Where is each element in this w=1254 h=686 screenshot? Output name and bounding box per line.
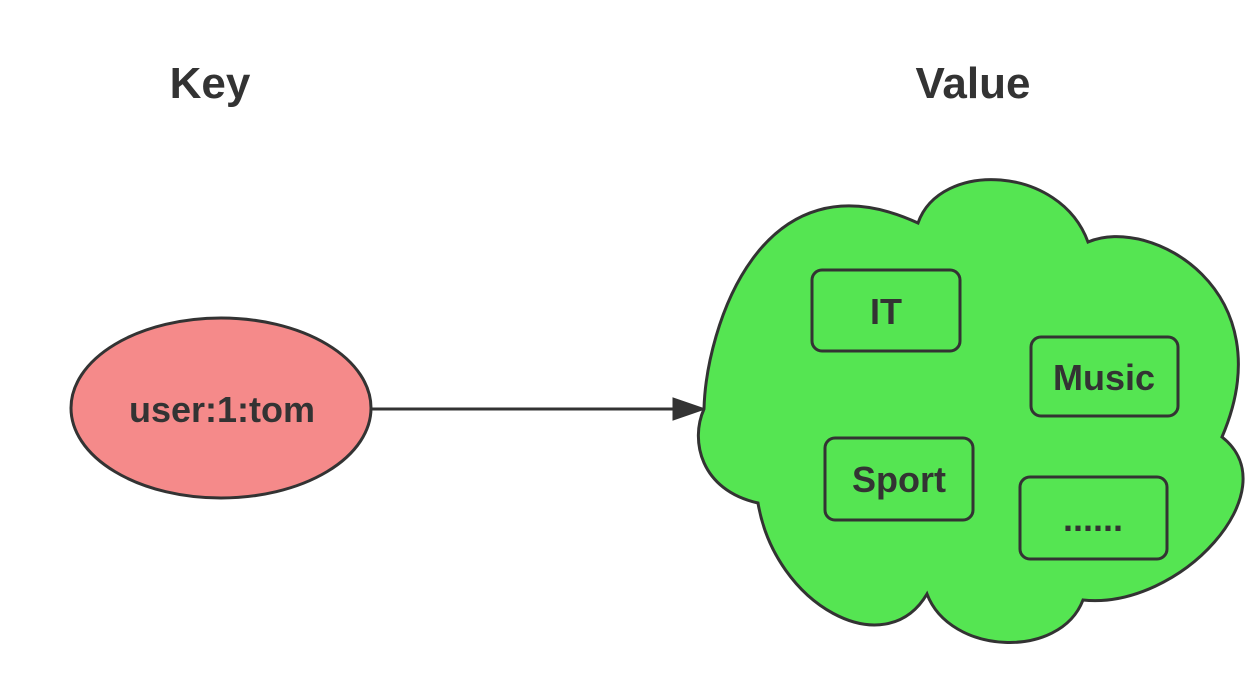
value-item-label-music: Music [1053, 357, 1155, 398]
key-ellipse-label: user:1:tom [129, 389, 315, 430]
value-column-title: Value [916, 59, 1031, 108]
value-item-box-sport [823, 436, 975, 522]
arrowhead-icon [672, 397, 707, 421]
value-item-label-it: IT [870, 291, 902, 332]
value-item-label-ellipsis: ...... [1063, 498, 1123, 539]
value-item-box-it [810, 268, 962, 353]
value-item-box-ellipsis [1018, 475, 1169, 561]
value-item-box-music [1029, 335, 1180, 418]
value-item-label-sport: Sport [852, 459, 946, 500]
key-column-title: Key [170, 59, 251, 108]
